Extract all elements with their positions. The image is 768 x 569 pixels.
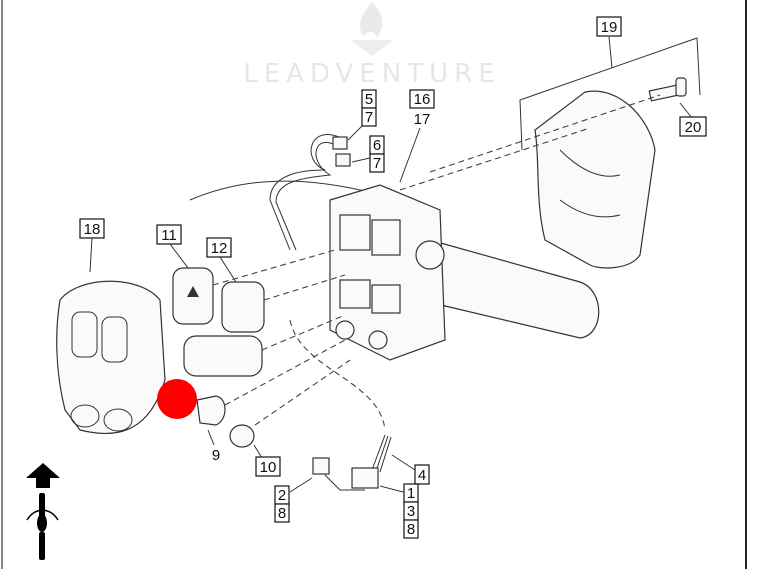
housing-18-hole	[103, 408, 133, 432]
svg-text:16: 16	[414, 91, 431, 108]
callout-1-3-8[interactable]: 1 3 8	[403, 483, 419, 539]
leader-19	[608, 36, 613, 69]
housing-19-detail	[559, 149, 621, 218]
leader-10	[253, 444, 263, 459]
housing-18-window	[71, 311, 98, 358]
handlebar-grip	[419, 239, 600, 339]
leader-4	[391, 454, 416, 471]
svg-text:6: 6	[373, 137, 381, 154]
turn-signal-button	[183, 335, 263, 377]
svg-text:8: 8	[278, 505, 286, 522]
svg-text:11: 11	[161, 227, 177, 244]
leader-6	[351, 157, 371, 163]
callout-10[interactable]: 10	[255, 456, 281, 477]
callout-12[interactable]: 12	[206, 237, 232, 258]
svg-text:19: 19	[601, 19, 618, 36]
housing-18-hole	[70, 404, 100, 428]
callout-4[interactable]: 4	[414, 464, 430, 485]
svg-text:17: 17	[414, 111, 431, 128]
leader-16	[399, 127, 421, 183]
svg-text:2: 2	[278, 487, 286, 504]
hazard-triangle-icon	[187, 286, 199, 297]
button-cap-9	[196, 395, 226, 426]
button-12	[221, 281, 265, 333]
forward-direction-arrow-icon	[26, 463, 60, 560]
svg-text:4: 4	[418, 467, 426, 484]
leader-2	[289, 477, 313, 493]
watermark-text: LEADVENTURE	[243, 59, 500, 89]
svg-text:3: 3	[407, 503, 415, 520]
svg-text:1: 1	[407, 485, 415, 502]
button-cap-10	[229, 424, 255, 448]
housing-18-window	[101, 316, 128, 363]
leader-1	[379, 485, 404, 493]
callout-20[interactable]: 20	[679, 116, 707, 137]
callout-19[interactable]: 19	[596, 16, 622, 37]
assembly-dashed-lines	[212, 94, 661, 431]
leader-12	[219, 256, 237, 283]
upper-housing-19	[534, 90, 656, 269]
leader-20	[679, 102, 693, 119]
wiring-harness-4	[312, 434, 392, 491]
callout-18[interactable]: 18	[79, 218, 105, 239]
callout-2-8[interactable]: 2 8	[274, 485, 290, 523]
callout-9[interactable]: 9	[212, 447, 220, 464]
callout-6-7[interactable]: 6 7	[369, 135, 385, 173]
callout-5-7[interactable]: 5 7	[361, 89, 377, 127]
watermark-logo: LEADVENTURE	[243, 2, 500, 89]
svg-text:5: 5	[365, 91, 373, 108]
svg-text:12: 12	[211, 240, 228, 257]
svg-text:9: 9	[212, 447, 220, 464]
svg-text:20: 20	[685, 119, 702, 136]
svg-text:7: 7	[373, 155, 381, 172]
svg-text:7: 7	[365, 109, 373, 126]
leader-11	[169, 243, 189, 269]
screw-20	[648, 77, 687, 102]
leader-18	[89, 237, 93, 273]
leader-5	[347, 125, 363, 141]
red-marker-dot	[157, 379, 197, 419]
svg-text:18: 18	[84, 221, 101, 238]
svg-text:10: 10	[260, 459, 277, 476]
svg-text:8: 8	[407, 521, 415, 538]
leader-9	[207, 429, 215, 446]
connector-5-6	[269, 134, 351, 251]
lower-housing-18	[56, 280, 166, 435]
group-bracket-19	[519, 37, 701, 151]
callout-11[interactable]: 11	[156, 224, 182, 245]
switch-assembly-16-17	[329, 184, 446, 361]
callout-16-17[interactable]: 16 17	[409, 89, 435, 128]
